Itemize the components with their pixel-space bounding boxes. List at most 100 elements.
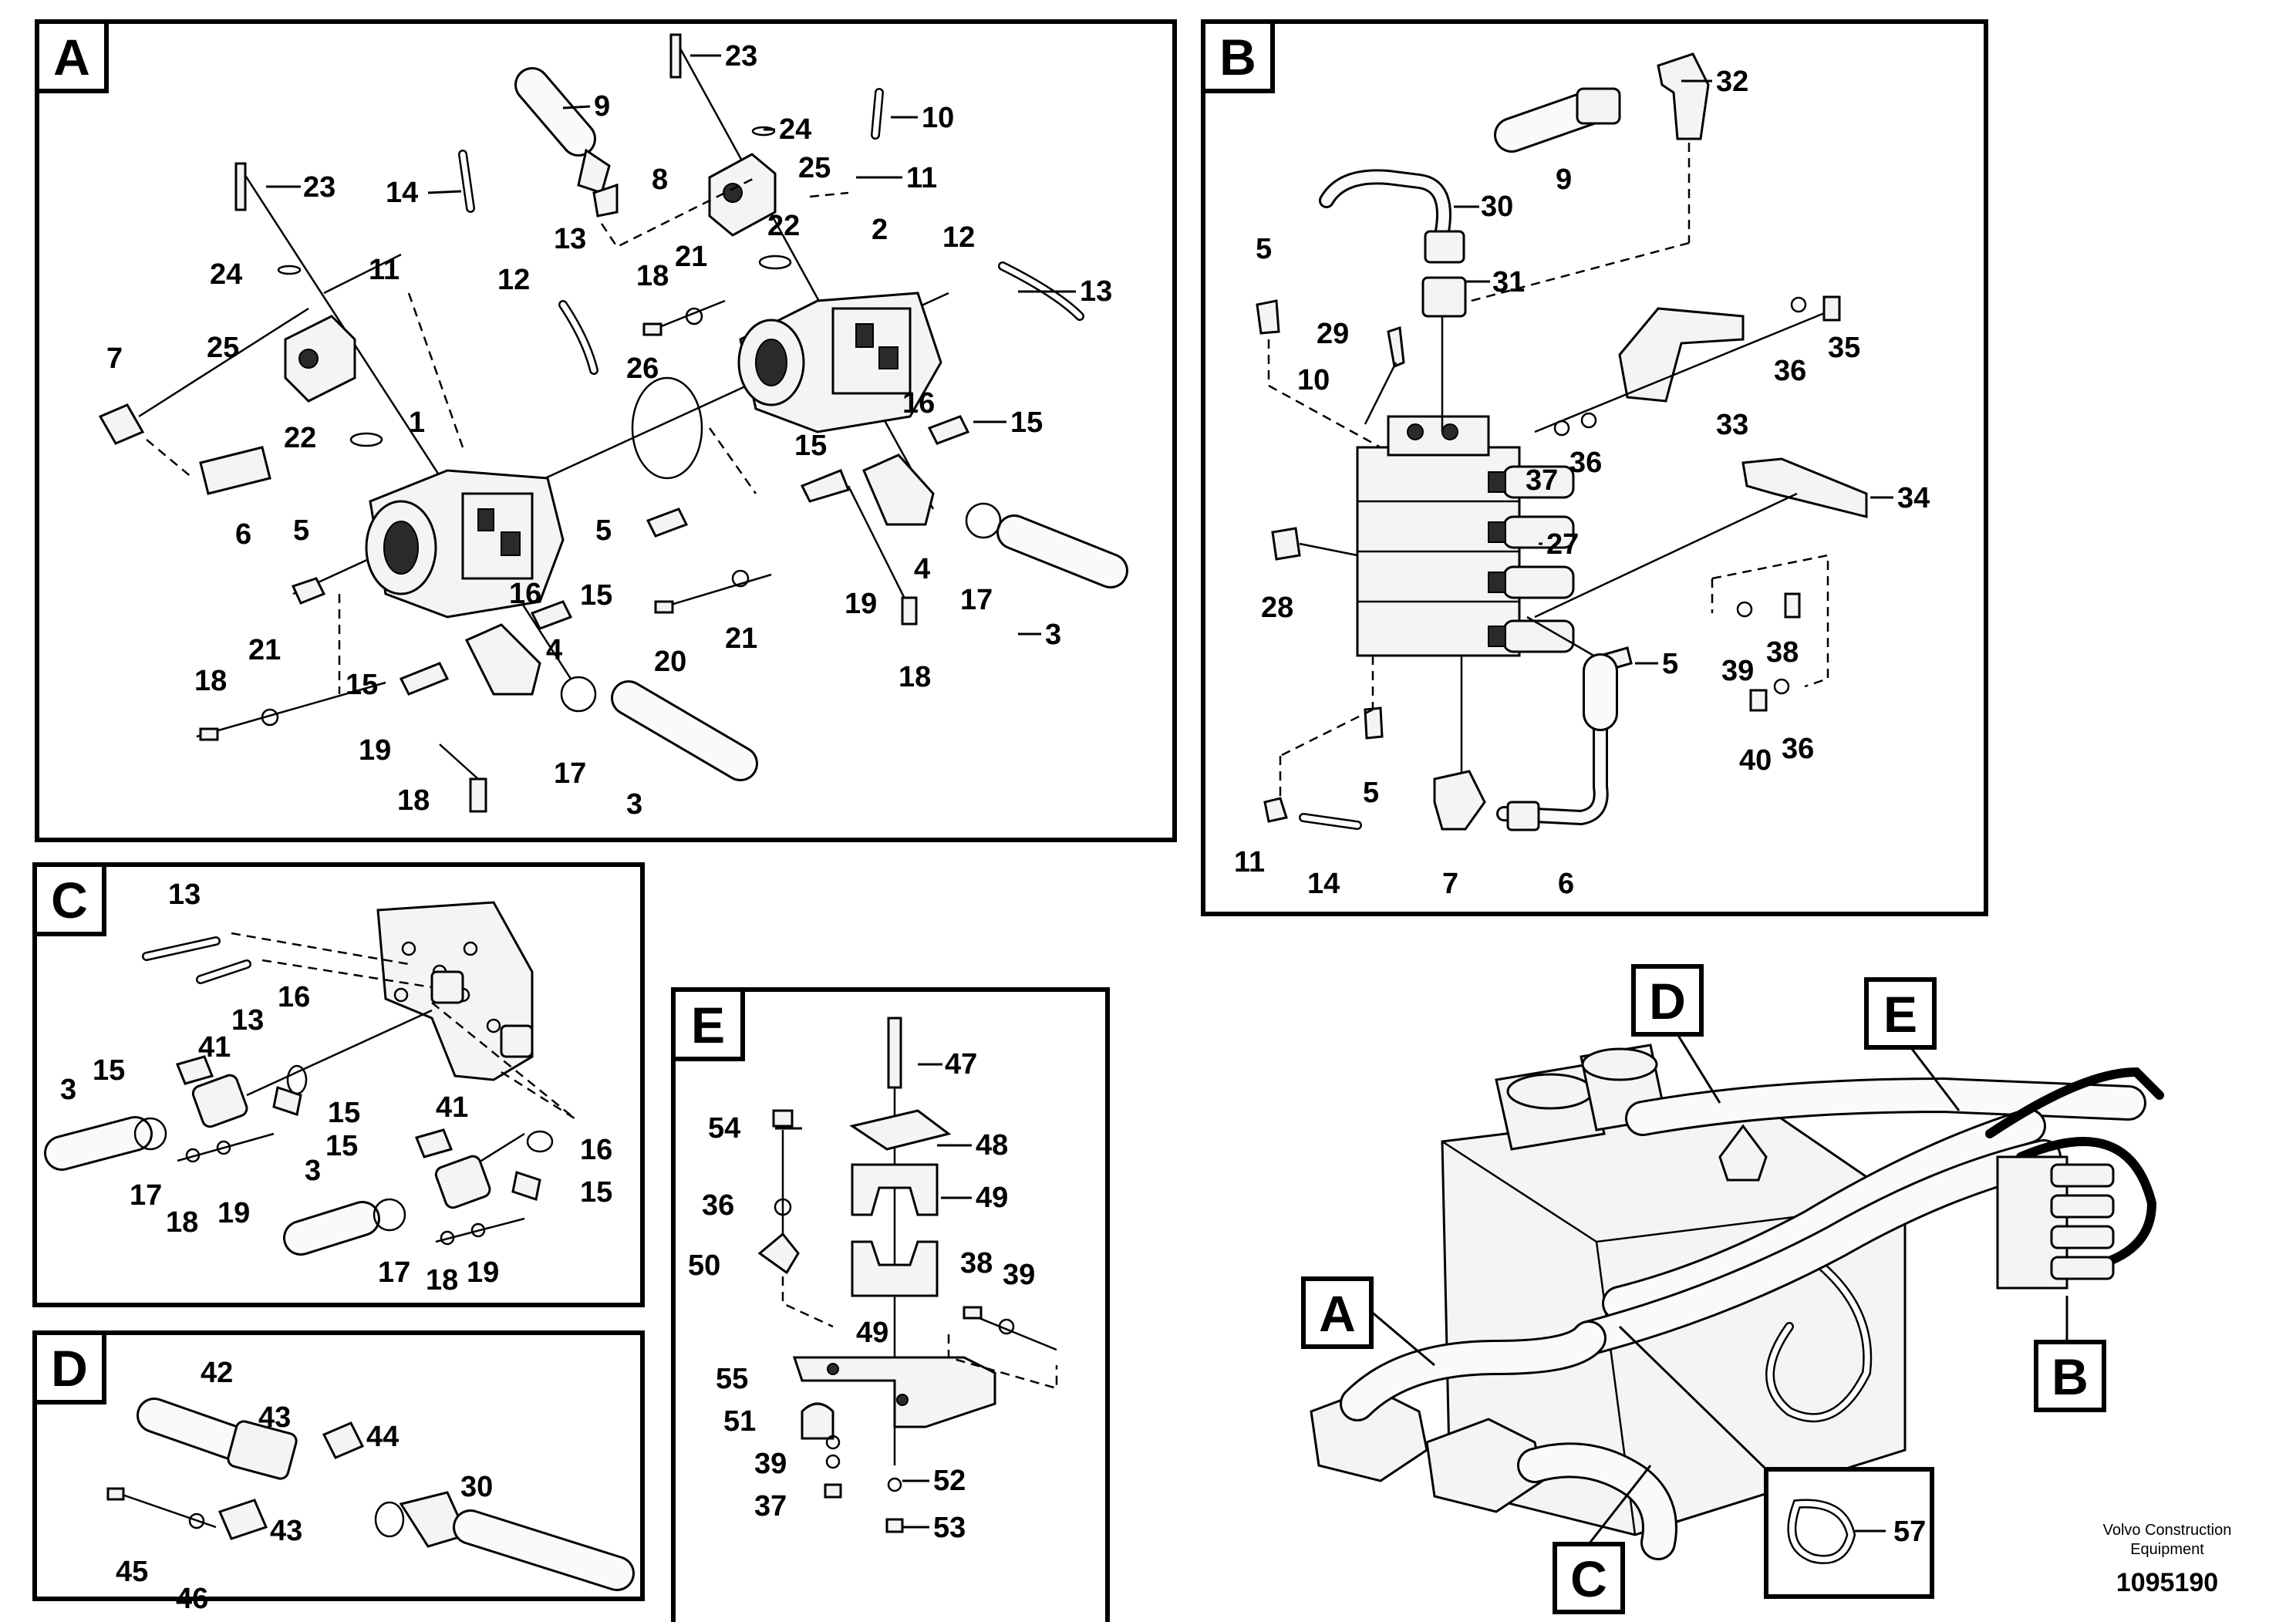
- overview-callout-e: E: [1883, 986, 1917, 1043]
- part-label: 18: [636, 260, 669, 292]
- part-label: 9: [594, 90, 610, 123]
- part-label: 3: [1045, 619, 1061, 651]
- part-label: 9: [1556, 164, 1572, 196]
- part-label: 17: [554, 757, 586, 790]
- part-label: 2: [872, 214, 888, 246]
- part-label: 41: [198, 1031, 231, 1064]
- part-label: 19: [217, 1197, 250, 1229]
- overview-callout-c: C: [1570, 1550, 1607, 1607]
- part-label: 24: [210, 258, 242, 291]
- svg-text:E: E: [691, 996, 725, 1054]
- overview-machine: [1301, 964, 2164, 1614]
- part-label: 29: [1317, 318, 1349, 350]
- part-label: 15: [1010, 406, 1043, 439]
- part-label: 10: [1297, 364, 1330, 396]
- brand-line-1: Volvo Construction: [2103, 1522, 2232, 1539]
- part-label: 36: [1782, 733, 1814, 765]
- part-label: 5: [293, 514, 309, 547]
- part-label: 30: [1481, 191, 1513, 223]
- part-label: 13: [554, 223, 586, 255]
- panel-d-tag: D: [32, 1330, 106, 1404]
- overview-callout-d: D: [1649, 973, 1686, 1030]
- panel-e-tag: E: [671, 987, 745, 1061]
- panel-d-artwork: [106, 1398, 635, 1591]
- part-label: 8: [652, 164, 668, 196]
- part-label: 25: [207, 332, 239, 364]
- svg-text:B: B: [1219, 29, 1256, 86]
- part-label: 53: [933, 1512, 966, 1544]
- overview-callout-a: A: [1319, 1285, 1356, 1342]
- panel-e-artwork: [757, 1017, 1058, 1533]
- part-label: 43: [258, 1401, 291, 1434]
- part-label: 18: [426, 1264, 458, 1297]
- part-label: 18: [899, 661, 931, 693]
- part-label: 15: [580, 1176, 612, 1209]
- part-label: 36: [702, 1189, 734, 1222]
- part-label: 39: [754, 1448, 787, 1480]
- part-label: 7: [106, 342, 123, 375]
- part-label: 37: [1526, 464, 1558, 497]
- part-label: 18: [166, 1206, 198, 1239]
- part-label: 48: [976, 1129, 1008, 1162]
- part-label: 30: [460, 1471, 493, 1503]
- part-label: 3: [60, 1074, 76, 1106]
- part-label: 17: [960, 584, 993, 616]
- part-label: 40: [1739, 744, 1772, 777]
- panel-e-part-numbers: 47 54 48 36 49 50 38 39 49 55 51 52 39 3…: [688, 1048, 1035, 1544]
- pump-1: [365, 469, 565, 619]
- part-label: 10: [922, 102, 954, 134]
- panel-b-artwork: [1256, 52, 1868, 831]
- svg-text:C: C: [51, 872, 88, 929]
- part-label: 16: [509, 578, 541, 610]
- part-label: 50: [688, 1249, 720, 1282]
- part-label: 16: [902, 387, 935, 420]
- part-label: 26: [626, 352, 659, 385]
- part-label: 17: [378, 1256, 410, 1289]
- part-label: 32: [1716, 66, 1748, 98]
- part-label: 38: [1766, 636, 1799, 669]
- part-label: 37: [754, 1490, 787, 1523]
- part-label: 46: [176, 1583, 208, 1615]
- part-label: 34: [1897, 482, 1930, 514]
- part-label: 25: [798, 152, 831, 184]
- part-label: 20: [654, 646, 686, 678]
- part-label: 18: [397, 784, 430, 817]
- part-label: 23: [303, 171, 335, 204]
- part-label: 1: [409, 406, 425, 439]
- panel-c-part-numbers: 13 13 16 15 41 3 15 41 3 15 16 15 17 18 …: [60, 878, 612, 1297]
- overview-callout-b: B: [2052, 1348, 2089, 1405]
- panel-a-part-numbers: 23 9 24 10 25 8 11 23 14 11 22 2 12 13 1…: [106, 40, 1112, 821]
- panel-a-tag: A: [35, 19, 109, 93]
- panel-c-tag: C: [32, 862, 106, 936]
- panel-e-frame: [671, 987, 1110, 1622]
- part-label: 15: [580, 579, 612, 612]
- spacer-block-25-left: [284, 315, 356, 403]
- svg-text:D: D: [51, 1340, 88, 1397]
- part-label: 12: [497, 264, 530, 296]
- part-label: 22: [284, 422, 316, 454]
- part-label: 39: [1721, 655, 1754, 687]
- panel-d-part-numbers: 42 43 44 30 43 45 46: [116, 1357, 493, 1615]
- part-label: 14: [1307, 868, 1340, 900]
- part-label: 13: [1080, 275, 1112, 308]
- overview-part-57: 57: [1893, 1516, 1926, 1548]
- part-label: 4: [914, 553, 930, 585]
- part-label: 27: [1546, 528, 1579, 561]
- part-label: 15: [93, 1054, 125, 1087]
- part-label: 39: [1003, 1259, 1035, 1291]
- part-label: 19: [845, 588, 877, 620]
- part-label: 42: [201, 1357, 233, 1389]
- part-label: 38: [960, 1247, 993, 1280]
- solenoid-group-27: [1488, 465, 1575, 653]
- part-label: 15: [325, 1130, 358, 1162]
- part-label: 19: [359, 734, 391, 767]
- part-label: 7: [1442, 868, 1458, 900]
- part-label: 36: [1774, 355, 1806, 387]
- part-label: 6: [235, 518, 251, 551]
- part-label: 54: [708, 1112, 740, 1145]
- part-label: 35: [1828, 332, 1860, 364]
- part-label: 21: [675, 241, 707, 273]
- part-label: 21: [725, 622, 757, 655]
- part-label: 28: [1261, 592, 1293, 624]
